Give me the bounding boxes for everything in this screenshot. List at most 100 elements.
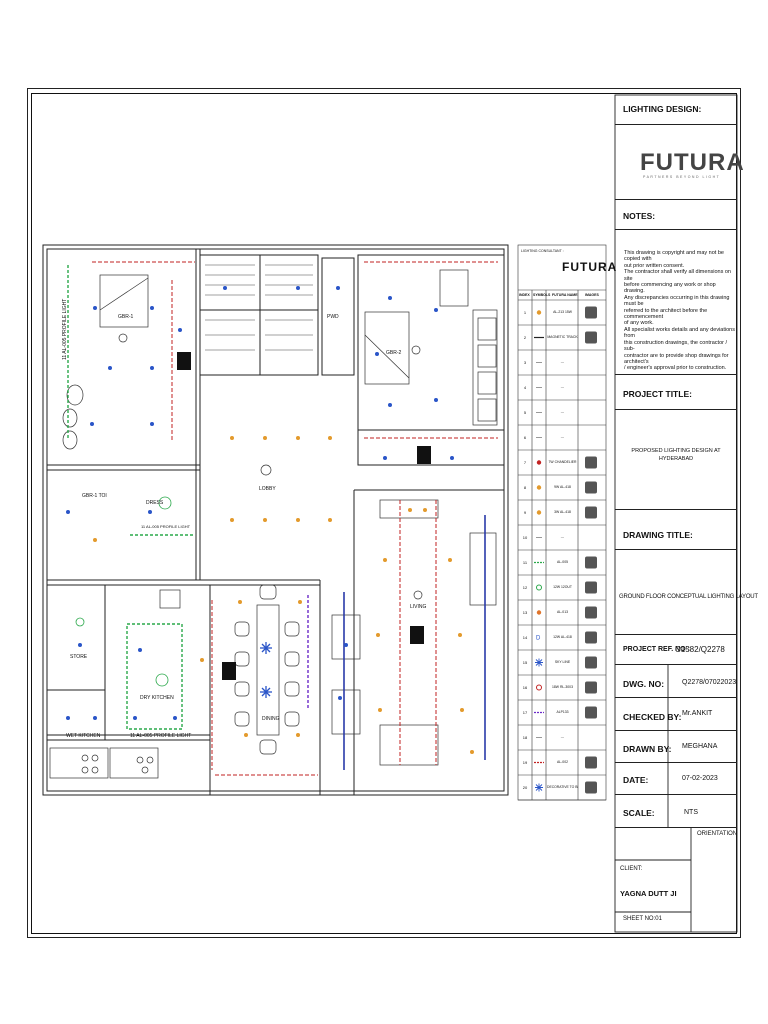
- legend-row-number: 19: [522, 759, 528, 765]
- tb-drawing-title-row: GROUND FLOOR CONCEPTUAL LIGHTING LAYOUT: [615, 550, 758, 635]
- legend-product-image: [585, 581, 597, 594]
- blue-downlights: [66, 286, 454, 720]
- futura-tagline: PARTNERS BEYOND LIGHT: [643, 175, 721, 179]
- sheet-border-inner: [31, 93, 737, 934]
- scale-value: NTS: [684, 809, 698, 816]
- legend-symbol: [536, 684, 542, 691]
- legend-row-number: 16: [522, 684, 528, 690]
- legend-row-name: 12W 12OUT: [553, 584, 572, 589]
- gbr2-bed: [364, 311, 421, 385]
- tb-project-title-row: PROPOSED LIGHTING DESIGN AT HYDERABAD: [615, 410, 737, 510]
- legend-rows: D: [518, 306, 606, 801]
- blue-track-lines: [343, 515, 486, 770]
- orange-spotlights: [93, 436, 474, 754]
- dwg-no-label: DWG. NO:: [623, 679, 665, 689]
- drawn-by-label: DRAWN BY:: [623, 744, 672, 754]
- green-circle-lights: [75, 496, 172, 687]
- legend-row-number: 20: [522, 784, 528, 790]
- black-fixtures: [177, 352, 431, 680]
- scale-label: SCALE:: [623, 808, 655, 818]
- project-title-line1: PROPOSED LIGHTING DESIGN AT: [631, 448, 721, 454]
- notes-text: This drawing is copyright and may not be…: [624, 250, 736, 372]
- tb-notes-label-row: NOTES:: [615, 200, 737, 230]
- drawing-title-label: DRAWING TITLE:: [623, 530, 693, 540]
- legend-row-name: MAGNETIC TRACK: [547, 334, 578, 339]
- legend-product-image: [585, 631, 597, 644]
- decorative-stars: [260, 642, 272, 698]
- legend-row-name: SKY LINE: [554, 659, 571, 664]
- legend-row-name: ---: [560, 734, 565, 739]
- tb-drawn-by-row: DRAWN BY: MEGHANA: [615, 731, 737, 763]
- room-label-pwd: PWD: [327, 314, 339, 320]
- red-cove-lines: [92, 261, 498, 776]
- gbr1-bed: [99, 274, 149, 343]
- legend-row-name: AL-005: [557, 559, 568, 564]
- title-block-frame: [614, 94, 738, 933]
- legend-product-image: [585, 756, 597, 769]
- profile-light-label-kitchen: 11 AL-005 PROFILE LIGHT: [130, 733, 192, 739]
- notes-line: referred to the architect before the com…: [624, 307, 708, 321]
- tb-notes-row: This drawing is copyright and may not be…: [615, 230, 737, 375]
- legend-product-image: [585, 656, 597, 669]
- walls: [42, 244, 509, 796]
- building-outline: [42, 244, 509, 796]
- dining-table: [234, 584, 300, 755]
- legend-brand-logo: FUTURA: [562, 260, 618, 274]
- legend-symbol: [536, 610, 542, 615]
- tb-scale-row: SCALE: NTS: [615, 795, 737, 828]
- legend-product-image: [585, 456, 597, 469]
- drawn-by-value: MEGHANA: [682, 743, 718, 750]
- tb-project-title-label-row: PROJECT TITLE:: [615, 375, 737, 410]
- sheet-number: SHEET NO:01: [623, 916, 662, 922]
- room-label-dining: DINING: [262, 716, 280, 722]
- green-profile-lights: [67, 265, 195, 730]
- legend-row-name: ALP133: [556, 709, 569, 714]
- tb-drawing-title-label-row: DRAWING TITLE:: [615, 510, 737, 550]
- profile-light-label-dress: 11 AL-005 PROFILE LIGHT: [141, 524, 191, 529]
- legend-row-number: 13: [522, 609, 528, 615]
- room-label-dry-kitchen: DRY KITCHEN: [140, 695, 174, 701]
- tb-logo-row: FUTURA PARTNERS BEYOND LIGHT: [615, 125, 744, 200]
- stair-treads: [205, 264, 313, 351]
- legend-col-index: INDEX: [519, 293, 530, 297]
- room-label-dress: DRESS: [146, 500, 164, 506]
- legend-row-name: DECORATIVE TO BE SELECTED: [547, 784, 578, 789]
- room-label-gbr2: GBR-2: [386, 350, 402, 356]
- room-label-wet-kitchen: WET KITCHEN: [66, 733, 101, 739]
- project-title-line2: HYDERABAD: [658, 456, 694, 462]
- legend-symbol: [535, 783, 543, 792]
- legend-row-number: 12: [522, 584, 528, 590]
- notes-line: out prior written consent.: [624, 262, 685, 269]
- profile-light-label-vertical: 11 AL-005 PROFILE LIGHT: [62, 298, 68, 360]
- legend-row-number: 17: [522, 709, 528, 715]
- legend-product-image: [585, 481, 597, 494]
- legend-row-number: 14: [522, 634, 528, 640]
- legend-row-number: 8: [523, 484, 527, 490]
- project-ref-label: PROJECT REF. NO :: [623, 646, 690, 653]
- legend-row-name: 9W AL-418: [554, 484, 571, 489]
- tb-checked-by-row: CHECKED BY: Mr.ANKIT: [615, 698, 737, 731]
- checked-by-label: CHECKED BY:: [623, 712, 682, 722]
- legend-header-consultant: LIGHTING CONSULTANT :: [521, 249, 564, 253]
- tb-dwg-no-row: DWG. NO: Q2278/07022023: [615, 665, 737, 698]
- legend-col-images: IMAGES: [585, 293, 599, 297]
- legend-product-image: [585, 306, 597, 319]
- legend-row-name: ---: [560, 384, 565, 389]
- legend-product-image: [585, 556, 597, 569]
- project-title-label: PROJECT TITLE:: [623, 389, 692, 399]
- lighting-design-label: LIGHTING DESIGN:: [623, 104, 702, 114]
- room-label-living: LIVING: [410, 604, 427, 610]
- date-value: 07-02-2023: [682, 775, 718, 782]
- legend-row-name: ---: [560, 359, 565, 364]
- legend-row-name: ---: [560, 434, 565, 439]
- legend-row-number: 11: [522, 559, 528, 565]
- legend-row-name: AL-002: [557, 759, 568, 764]
- orientation-label: ORIENTATION: [697, 831, 738, 837]
- legend-symbol: [536, 460, 542, 465]
- legend-product-image: [585, 606, 597, 619]
- kitchen-counter: [49, 589, 181, 779]
- legend-row-number: 15: [522, 659, 528, 665]
- legend-row-number: 18: [522, 734, 528, 740]
- legend-row-number: 6: [523, 434, 527, 440]
